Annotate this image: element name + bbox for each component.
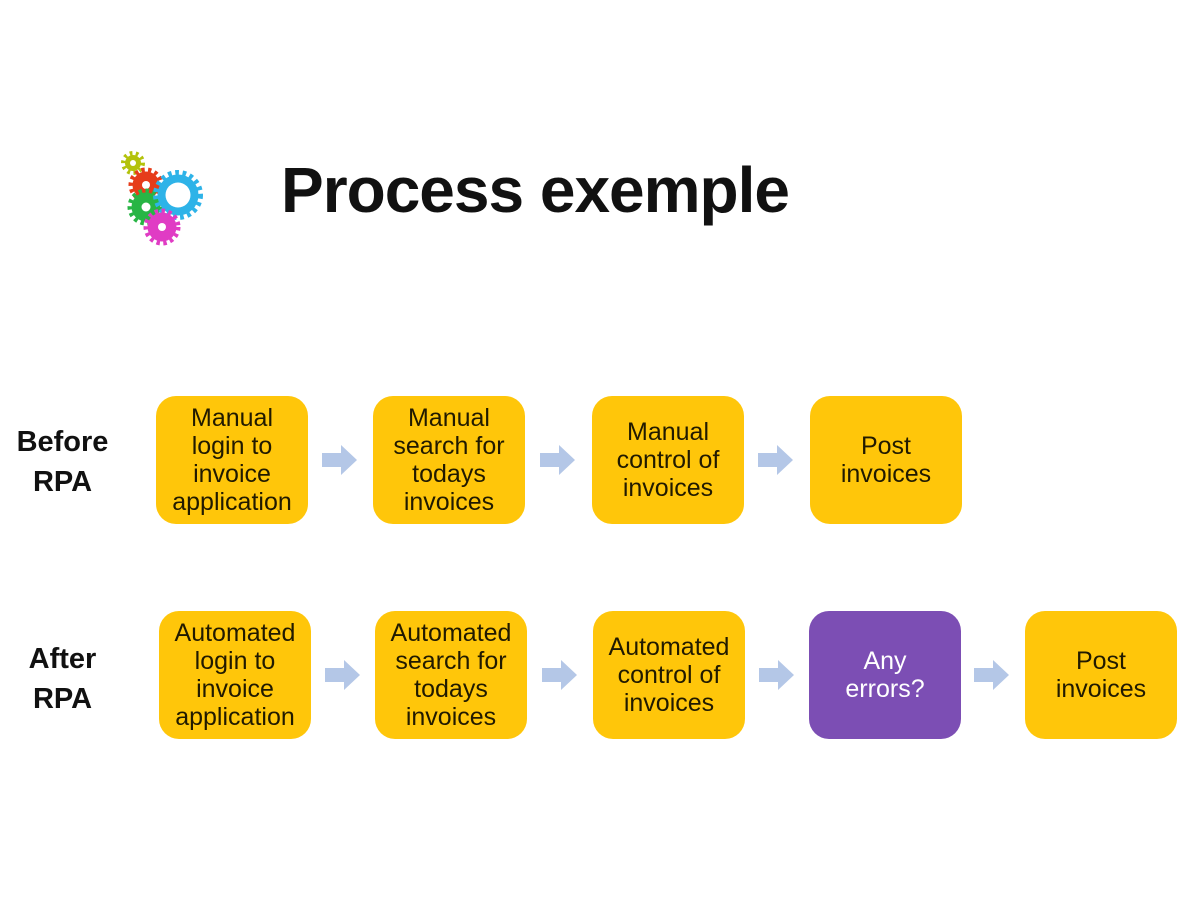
step-label: Post invoices [1055, 647, 1147, 703]
step-automated-login: Automated login to invoice application [159, 611, 311, 739]
arrow-right-icon [325, 660, 360, 690]
step-any-errors-decision: Any errors? [809, 611, 961, 739]
step-post-invoices-before: Post invoices [810, 396, 962, 524]
page-title: Process exemple [281, 154, 790, 226]
step-label: Automated login to invoice application [174, 619, 296, 731]
step-manual-control: Manual control of invoices [592, 396, 744, 524]
step-automated-control: Automated control of invoices [593, 611, 745, 739]
step-post-invoices-after: Post invoices [1025, 611, 1177, 739]
step-label: Manual control of invoices [616, 418, 720, 502]
step-label: Manual search for todays invoices [393, 404, 505, 516]
gear-blue [153, 170, 203, 220]
step-label: Any errors? [845, 647, 925, 703]
arrow-right-icon [974, 660, 1009, 690]
arrow-right-icon [542, 660, 577, 690]
step-manual-login: Manual login to invoice application [156, 396, 308, 524]
row-label-before-rpa: Before RPA [16, 426, 109, 498]
row-label-after-rpa: After RPA [28, 643, 97, 715]
step-label: Manual login to invoice application [172, 404, 292, 516]
gear-magenta [143, 208, 181, 246]
arrow-right-icon [540, 445, 575, 475]
step-label: Automated control of invoices [608, 633, 730, 717]
arrow-right-icon [322, 445, 357, 475]
step-label: Post invoices [840, 432, 932, 488]
arrow-right-icon [758, 445, 793, 475]
arrow-right-icon [759, 660, 794, 690]
step-label: Automated search for todays invoices [390, 619, 512, 731]
step-manual-search: Manual search for todays invoices [373, 396, 525, 524]
gears-icon [121, 151, 203, 246]
step-automated-search: Automated search for todays invoices [375, 611, 527, 739]
gear-yellow-green [121, 151, 145, 175]
